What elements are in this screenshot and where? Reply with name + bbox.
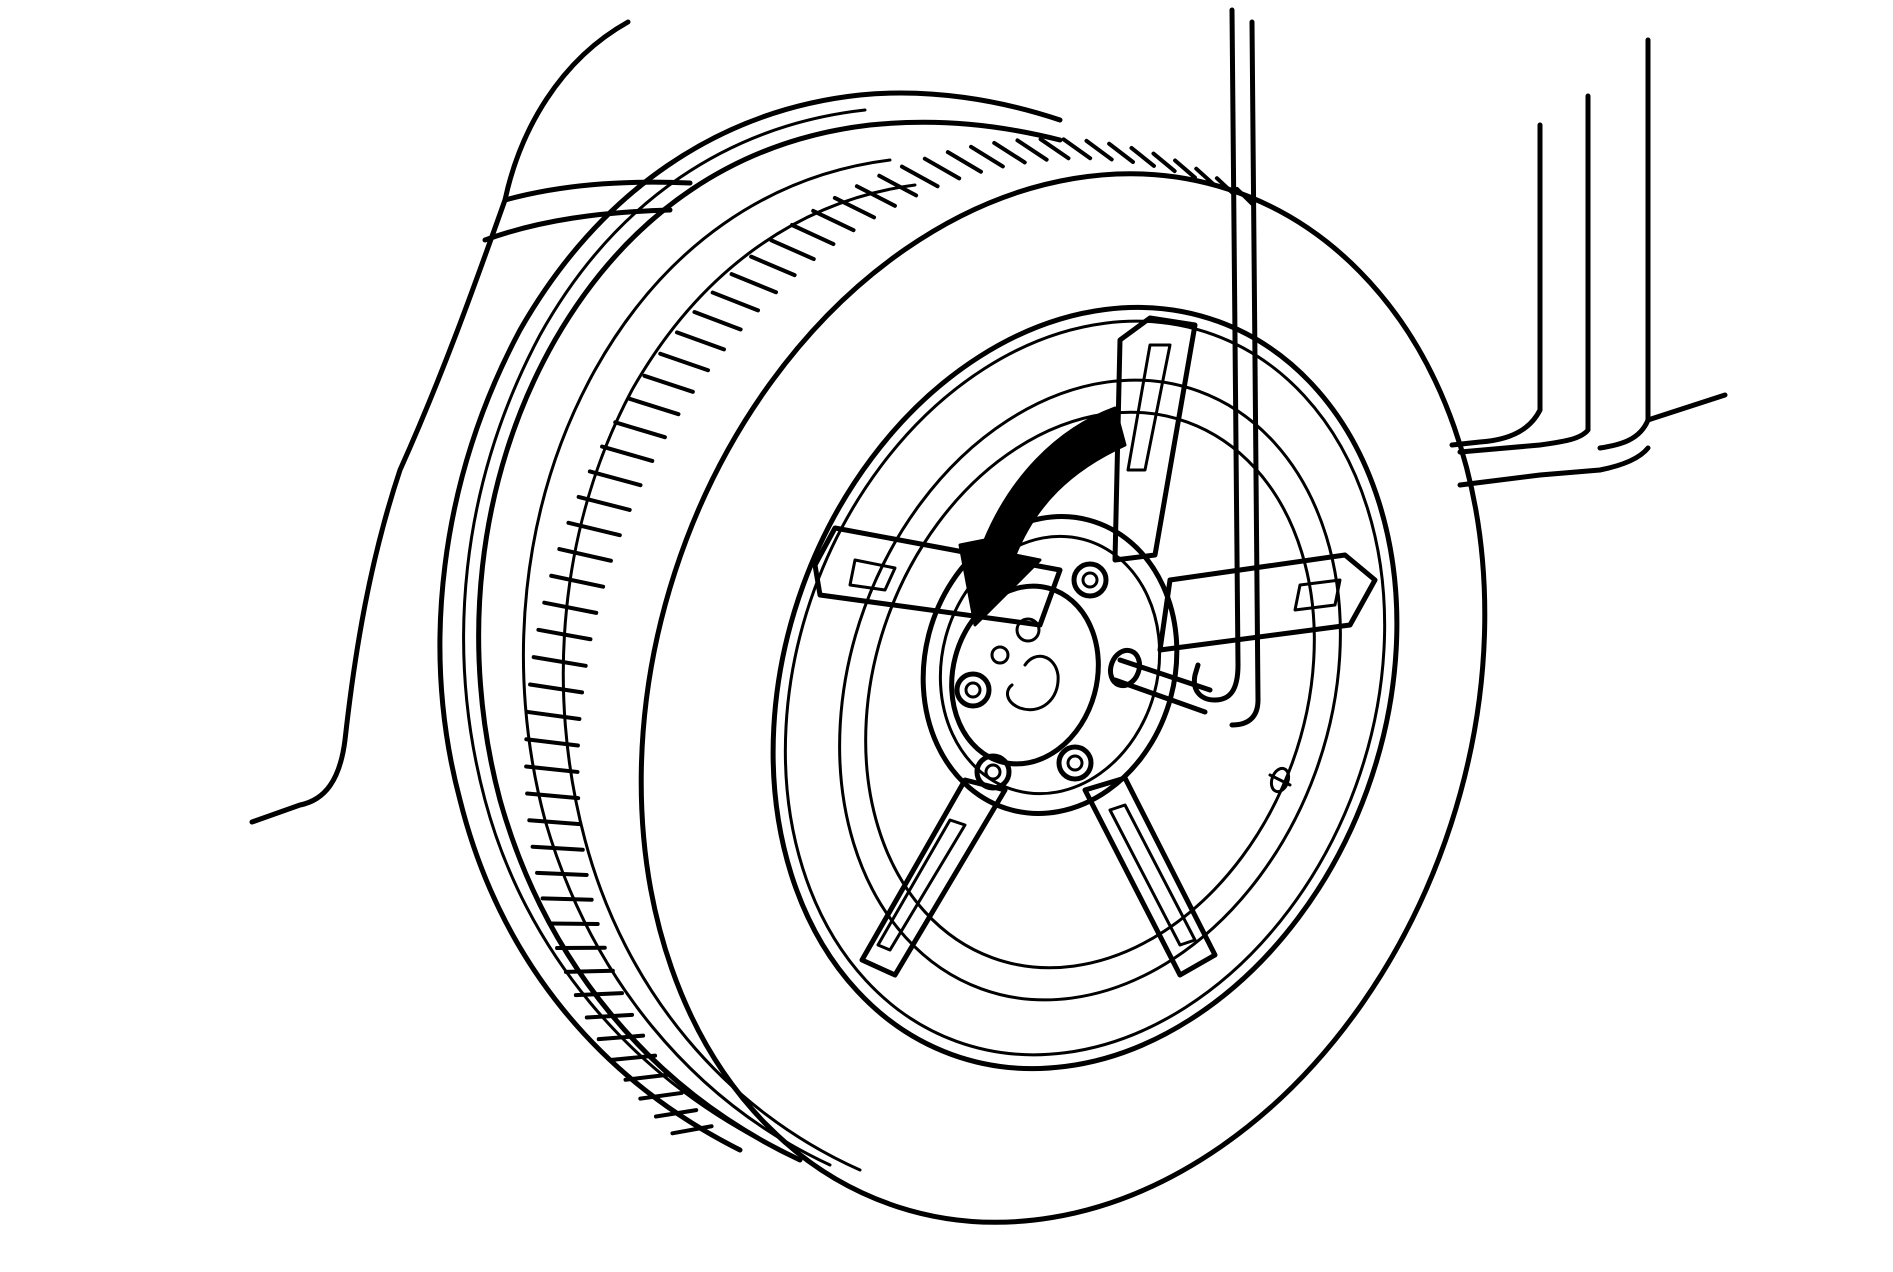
rotation-arrow <box>958 406 1127 627</box>
tread-groove <box>899 164 940 189</box>
tread-groove <box>769 238 816 262</box>
lug-nut <box>954 671 992 709</box>
hub-cap <box>949 583 1101 767</box>
tread-groove <box>642 373 695 394</box>
tread-groove <box>1015 138 1049 162</box>
tread-groove <box>623 1072 670 1082</box>
tread-groove <box>638 1090 684 1101</box>
tread-groove <box>557 547 613 563</box>
tread-groove <box>527 818 582 827</box>
tread-groove <box>531 655 588 668</box>
lug-nuts <box>954 561 1109 791</box>
tread-groove <box>584 1012 635 1020</box>
tread-groove <box>576 494 632 512</box>
tread-groove <box>674 330 726 352</box>
tread-groove <box>1107 141 1135 165</box>
tread-groove <box>573 991 624 998</box>
tread-groove <box>1194 166 1217 188</box>
tread-groove <box>1038 137 1071 161</box>
tread-groove <box>692 310 743 332</box>
tread-groove <box>653 1108 699 1119</box>
arrow-counterclockwise-icon <box>958 406 1127 627</box>
tread-groove <box>566 520 622 538</box>
tread-groove <box>536 627 593 642</box>
tread-groove <box>549 573 606 589</box>
tread-groove <box>627 396 681 417</box>
lug-nut <box>974 753 1012 791</box>
fender-left <box>249 19 693 825</box>
tread-groove <box>854 184 897 208</box>
tread-groove <box>613 420 667 440</box>
tread-groove <box>832 195 877 220</box>
tread-groove <box>1084 138 1114 162</box>
tread-groove <box>749 254 797 278</box>
tread-groove <box>969 144 1005 169</box>
tread-groove <box>596 1033 646 1042</box>
tread-groove <box>790 223 836 247</box>
tread-groove <box>877 173 919 198</box>
tread-groove <box>524 764 580 774</box>
tread-groove <box>1151 151 1177 174</box>
tread-groove <box>525 709 582 721</box>
lug-nut <box>1056 744 1094 782</box>
tread-groove <box>587 469 643 488</box>
tread-groove <box>542 600 599 615</box>
lug-wrench <box>1107 7 1261 728</box>
tread-groove <box>535 870 589 877</box>
wheel-rim <box>770 304 1400 1072</box>
tread-groove <box>992 140 1027 165</box>
tread-groove <box>525 791 581 801</box>
tire-tread-pattern <box>524 137 1255 1136</box>
tread-groove <box>563 968 615 974</box>
hub-hole <box>1015 617 1041 643</box>
lug-nut <box>1071 561 1109 599</box>
tread-groove <box>528 682 585 695</box>
tread-groove <box>524 737 580 748</box>
tread-groove <box>609 1053 658 1062</box>
tire <box>437 90 1488 1225</box>
tread-groove <box>945 150 983 174</box>
tread-groove <box>729 272 778 295</box>
tread-groove <box>922 156 962 181</box>
tread-groove <box>540 896 594 902</box>
tread-groove <box>1061 137 1093 161</box>
tread-groove <box>658 351 711 373</box>
tread-groove <box>1129 145 1156 168</box>
body-panel-right <box>1449 37 1728 488</box>
tread-groove <box>1173 158 1197 180</box>
tread-groove <box>600 444 655 463</box>
tread-groove <box>1234 186 1255 207</box>
hub-emblem <box>1006 654 1060 712</box>
tread-groove <box>670 1124 714 1136</box>
tread-groove <box>530 844 585 852</box>
valve-stem <box>1268 766 1292 794</box>
wheel-hub <box>920 514 1180 816</box>
tread-groove <box>710 290 760 313</box>
tread-groove <box>811 208 856 233</box>
